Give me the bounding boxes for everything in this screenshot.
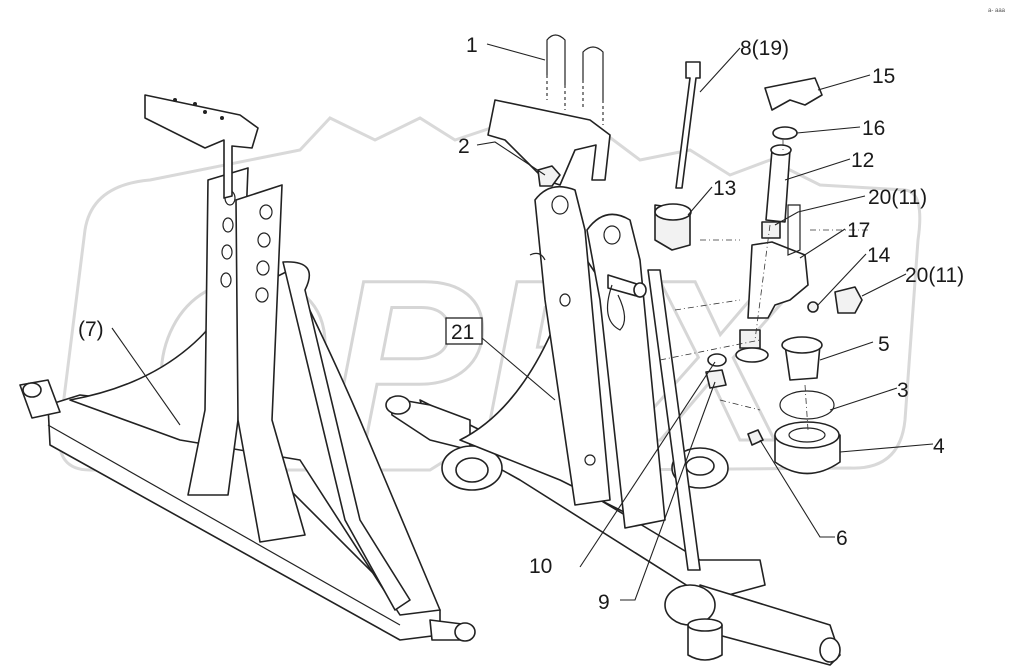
callout-4: 4 <box>933 435 945 458</box>
callout-13: 13 <box>713 177 736 200</box>
right-bottom-bushing <box>687 624 723 661</box>
cap-20-right <box>834 286 863 314</box>
left-assembly <box>19 94 476 642</box>
right-plate-front <box>586 213 666 529</box>
callout-5: 5 <box>878 333 890 356</box>
u-bolt-1 <box>546 34 566 85</box>
left-top-bracket <box>144 94 259 199</box>
grease-nipple-14 <box>807 301 819 313</box>
snap-ring-3 <box>779 390 835 420</box>
washer-16 <box>772 126 798 140</box>
nipple-6 <box>747 429 764 446</box>
bushing-20-upper <box>761 221 781 239</box>
callout-1: 1 <box>466 34 478 57</box>
nut-9 <box>705 369 727 389</box>
callout-21: 21 <box>451 321 474 344</box>
corner-mark: a- aaa <box>988 8 1006 14</box>
long-bolt <box>675 61 701 189</box>
washer-10 <box>707 353 727 367</box>
leader-lines <box>111 43 934 601</box>
left-upright-plate-front <box>235 184 306 543</box>
callout-2: 2 <box>458 135 470 158</box>
callout-6: 6 <box>836 527 848 550</box>
callout-17: 17 <box>847 219 870 242</box>
spring-clip-15 <box>764 77 823 111</box>
u-bolt-2 <box>582 46 604 100</box>
callout-7: (7) <box>78 318 104 341</box>
right-plate-rear <box>534 185 611 506</box>
seal-ring <box>735 347 769 363</box>
bushing-lower <box>739 329 761 349</box>
callout-16: 16 <box>862 117 885 140</box>
loose-parts <box>537 34 870 475</box>
callout-20a: 20(11) <box>868 186 927 209</box>
callout-3: 3 <box>897 379 909 402</box>
callout-15: 15 <box>872 65 895 88</box>
callout-8: 8(19) <box>740 37 789 60</box>
callout-20b: 20(11) <box>905 264 964 287</box>
nut-small <box>537 165 561 187</box>
callout-9: 9 <box>598 591 610 614</box>
callout-labels: 1 2 3 4 5 6 (7) 8(19) 9 10 12 13 14 15 1… <box>78 8 1006 614</box>
callout-14: 14 <box>867 244 891 267</box>
left-upright-plate-rear <box>187 167 249 496</box>
right-assembly <box>385 99 841 666</box>
callout-12: 12 <box>851 149 874 172</box>
left-frame-rib <box>282 261 411 611</box>
watermark-gear <box>57 116 922 472</box>
callout-10: 10 <box>529 555 552 578</box>
callout-21-box <box>445 317 483 345</box>
knuckle-17 <box>747 241 809 319</box>
right-top-bracket <box>487 99 611 186</box>
tie-rod <box>647 269 701 571</box>
